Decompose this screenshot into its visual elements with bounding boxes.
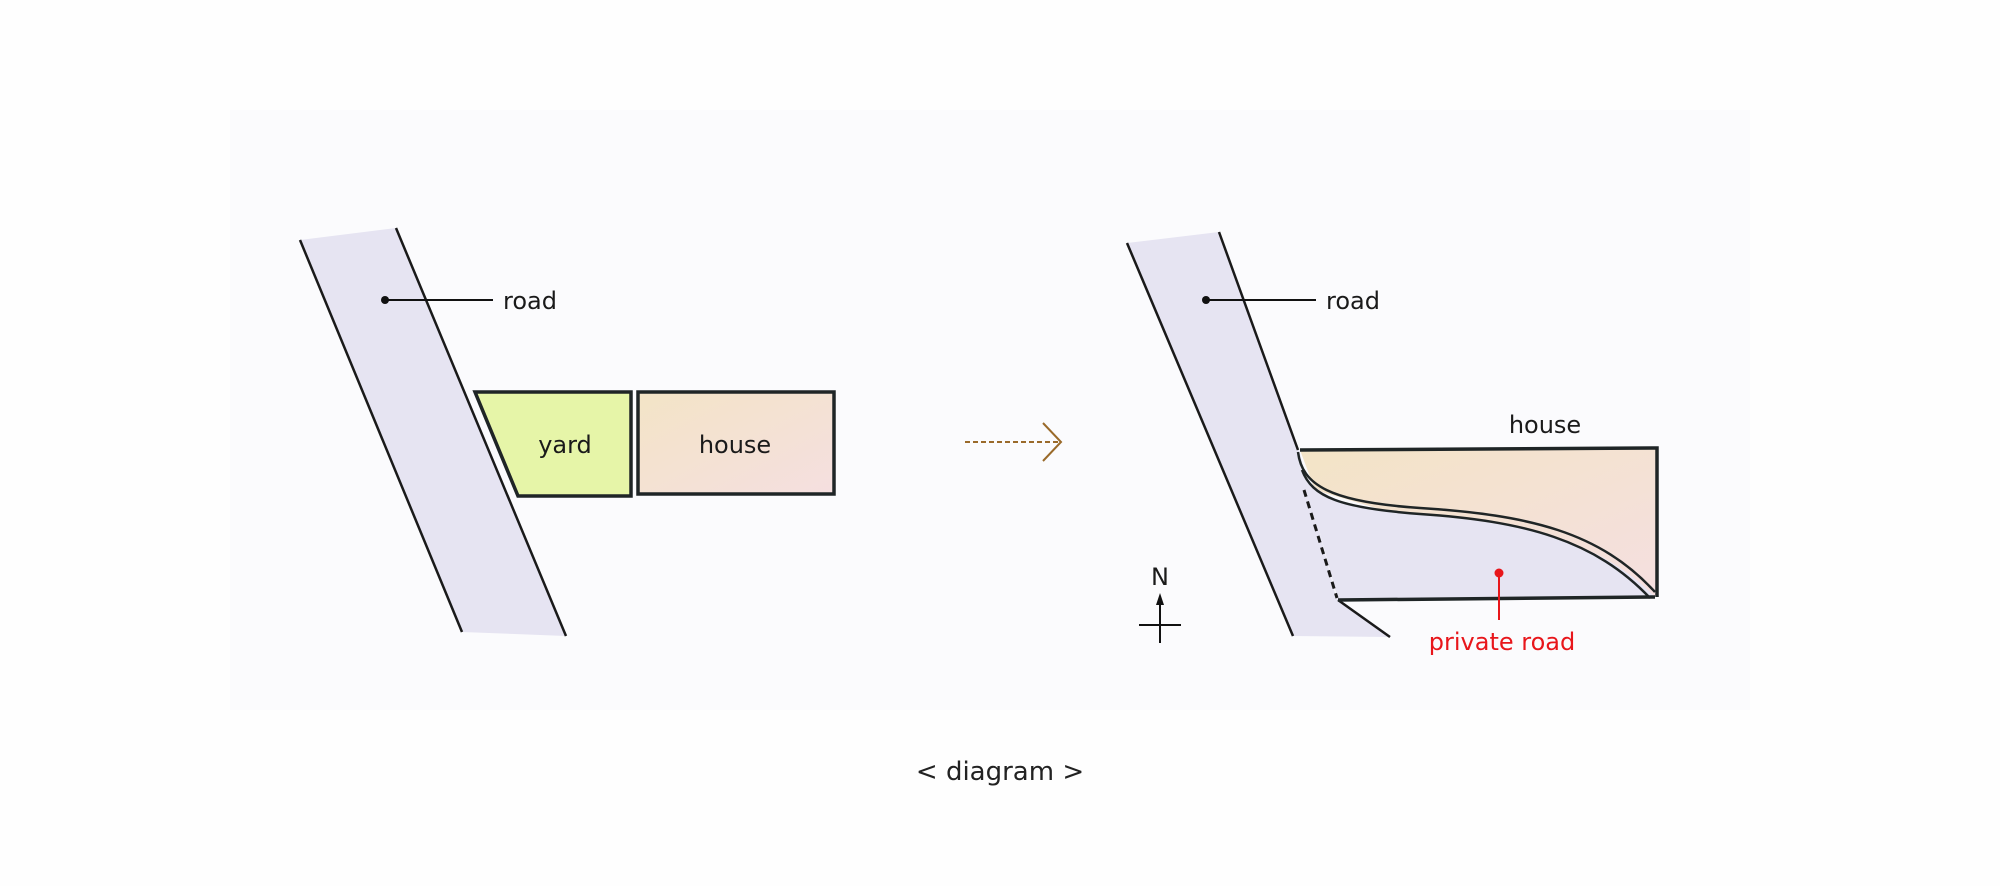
north-label: N	[1151, 563, 1169, 591]
private-road-edge-lower	[1300, 469, 1651, 599]
road-edge-right-lower	[1337, 598, 1391, 639]
diagram-caption: < diagram >	[915, 757, 1085, 787]
private-road-edge-upper	[1296, 451, 1656, 593]
road-edge-right	[394, 227, 568, 637]
after-diagram: road house private road N	[1125, 231, 1659, 656]
road-after	[1127, 232, 1390, 637]
house-outline	[1299, 446, 1659, 597]
house-before	[636, 390, 836, 496]
former-road-edge-dashed	[1302, 489, 1339, 599]
house-label: house	[699, 431, 771, 459]
lot-bottom-edge	[1337, 595, 1656, 602]
before-diagram: road yard house	[298, 227, 836, 637]
road-before	[300, 228, 566, 636]
private-road-area	[1303, 470, 1655, 600]
road-edge-left	[298, 239, 464, 633]
yard-label: yard	[538, 431, 592, 459]
road-edge-left	[1125, 242, 1295, 637]
north-compass-icon: N	[1139, 563, 1181, 643]
road-label: road	[503, 287, 557, 315]
yard-area	[472, 390, 633, 498]
road-label: road	[1326, 287, 1380, 315]
road-edge-right	[1217, 231, 1300, 451]
private-road-label: private road	[1429, 628, 1575, 656]
transition-arrow-icon	[965, 422, 1063, 462]
house-label: house	[1509, 411, 1581, 439]
